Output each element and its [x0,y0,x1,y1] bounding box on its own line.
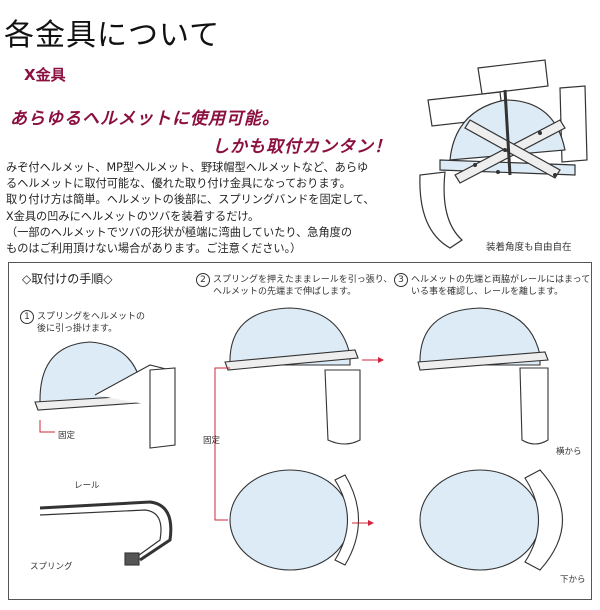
fix-label-1: 固定 [58,431,76,441]
description-line: X金具の凹みにヘルメットのツバを装着するだけ。 [6,209,260,223]
angle-caption: 装着角度も自由自在 [486,242,572,253]
catchphrase-line1: あらゆるヘルメットに使用可能。 [10,109,280,129]
side-view-label: 横から [556,447,582,457]
description: みぞ付ヘルメット、MP型ヘルメット、野球帽型ヘルメットなど、あらゆ るヘルメット… [6,160,398,257]
step-2-number: 2 [196,273,210,287]
spring-label: スプリング [30,562,73,572]
step-1-line1: スプリングをヘルメットの [37,312,146,322]
step-3-line2: いる事を確認し、レールを離します。 [411,287,564,297]
page-title: 各金具について [4,18,221,53]
product-label: X金具 [24,66,66,84]
procedure-panel [8,262,592,600]
description-line: みぞ付ヘルメット、MP型ヘルメット、野球帽型ヘルメットなど、あらゆ [6,161,369,174]
catchphrase-line2: しかも取付カンタン！ [212,137,392,157]
procedure-title: ◇取付けの手順◇ [22,272,113,286]
description-line: （一部のヘルメットでツバの形状が極端に湾曲していたり、急角度の [6,225,353,239]
rail-label: レール [74,481,100,491]
step-1-line2: 後に引っ掛けます。 [37,324,118,334]
description-line: 取り付け方は簡単。ヘルメットの後部に、スプリングバンドを固定して、 [6,193,375,207]
step-3-number: 3 [394,273,408,287]
fix-label-2: 固定 [203,436,221,446]
step-2-line2: ヘルメットの先端まで伸ばします。 [213,287,357,297]
description-line: るヘルメットに取付可能な、優れた取り付け金具になっております。 [6,177,351,191]
bottom-view-label: 下から [560,575,586,585]
step-3-line1: ヘルメットの先端と両脇がレールにはまって [411,275,591,285]
step-1-number: 1 [20,310,34,324]
step-2-line1: スプリングを押えたままレールを引っ張り、 [213,275,393,285]
description-line: ものはご利用頂けない場合があります。ご注意ください。） [6,242,302,256]
